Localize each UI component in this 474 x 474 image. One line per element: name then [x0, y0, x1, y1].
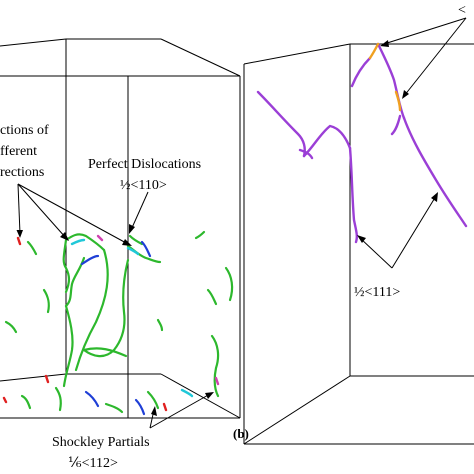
perfect-dislocations-vector: ½<110>	[120, 178, 167, 193]
half-111-lines	[256, 42, 468, 244]
panel-b-dislocations	[256, 42, 468, 244]
shockley-partial-lines	[4, 230, 234, 414]
directions-label-line3: rections	[0, 165, 44, 180]
panel-a-box	[0, 38, 241, 419]
junction-segments	[368, 42, 402, 112]
perfect-dislocations-label: Perfect Dislocations	[88, 157, 201, 172]
panel-a-arrows	[16, 183, 214, 429]
perfect-dislocation-lines	[80, 240, 152, 416]
panel-a-dislocations	[2, 230, 234, 416]
panel-b-label: (b)	[233, 426, 249, 441]
panel-b-arrows	[357, 17, 467, 269]
half-111-label: ½<111>	[354, 285, 400, 300]
red-magenta-segments	[2, 234, 220, 412]
directions-label-line1: ctions of	[0, 123, 49, 138]
directions-label-line2: fferent	[0, 144, 37, 159]
shockley-partials-label: Shockley Partials	[52, 435, 150, 450]
shockley-partials-vector: ⅙<112>	[68, 456, 118, 471]
panel-b-box	[243, 43, 474, 445]
panel-b-top-label-fragment: <	[458, 3, 466, 18]
cyan-segments	[70, 238, 194, 398]
